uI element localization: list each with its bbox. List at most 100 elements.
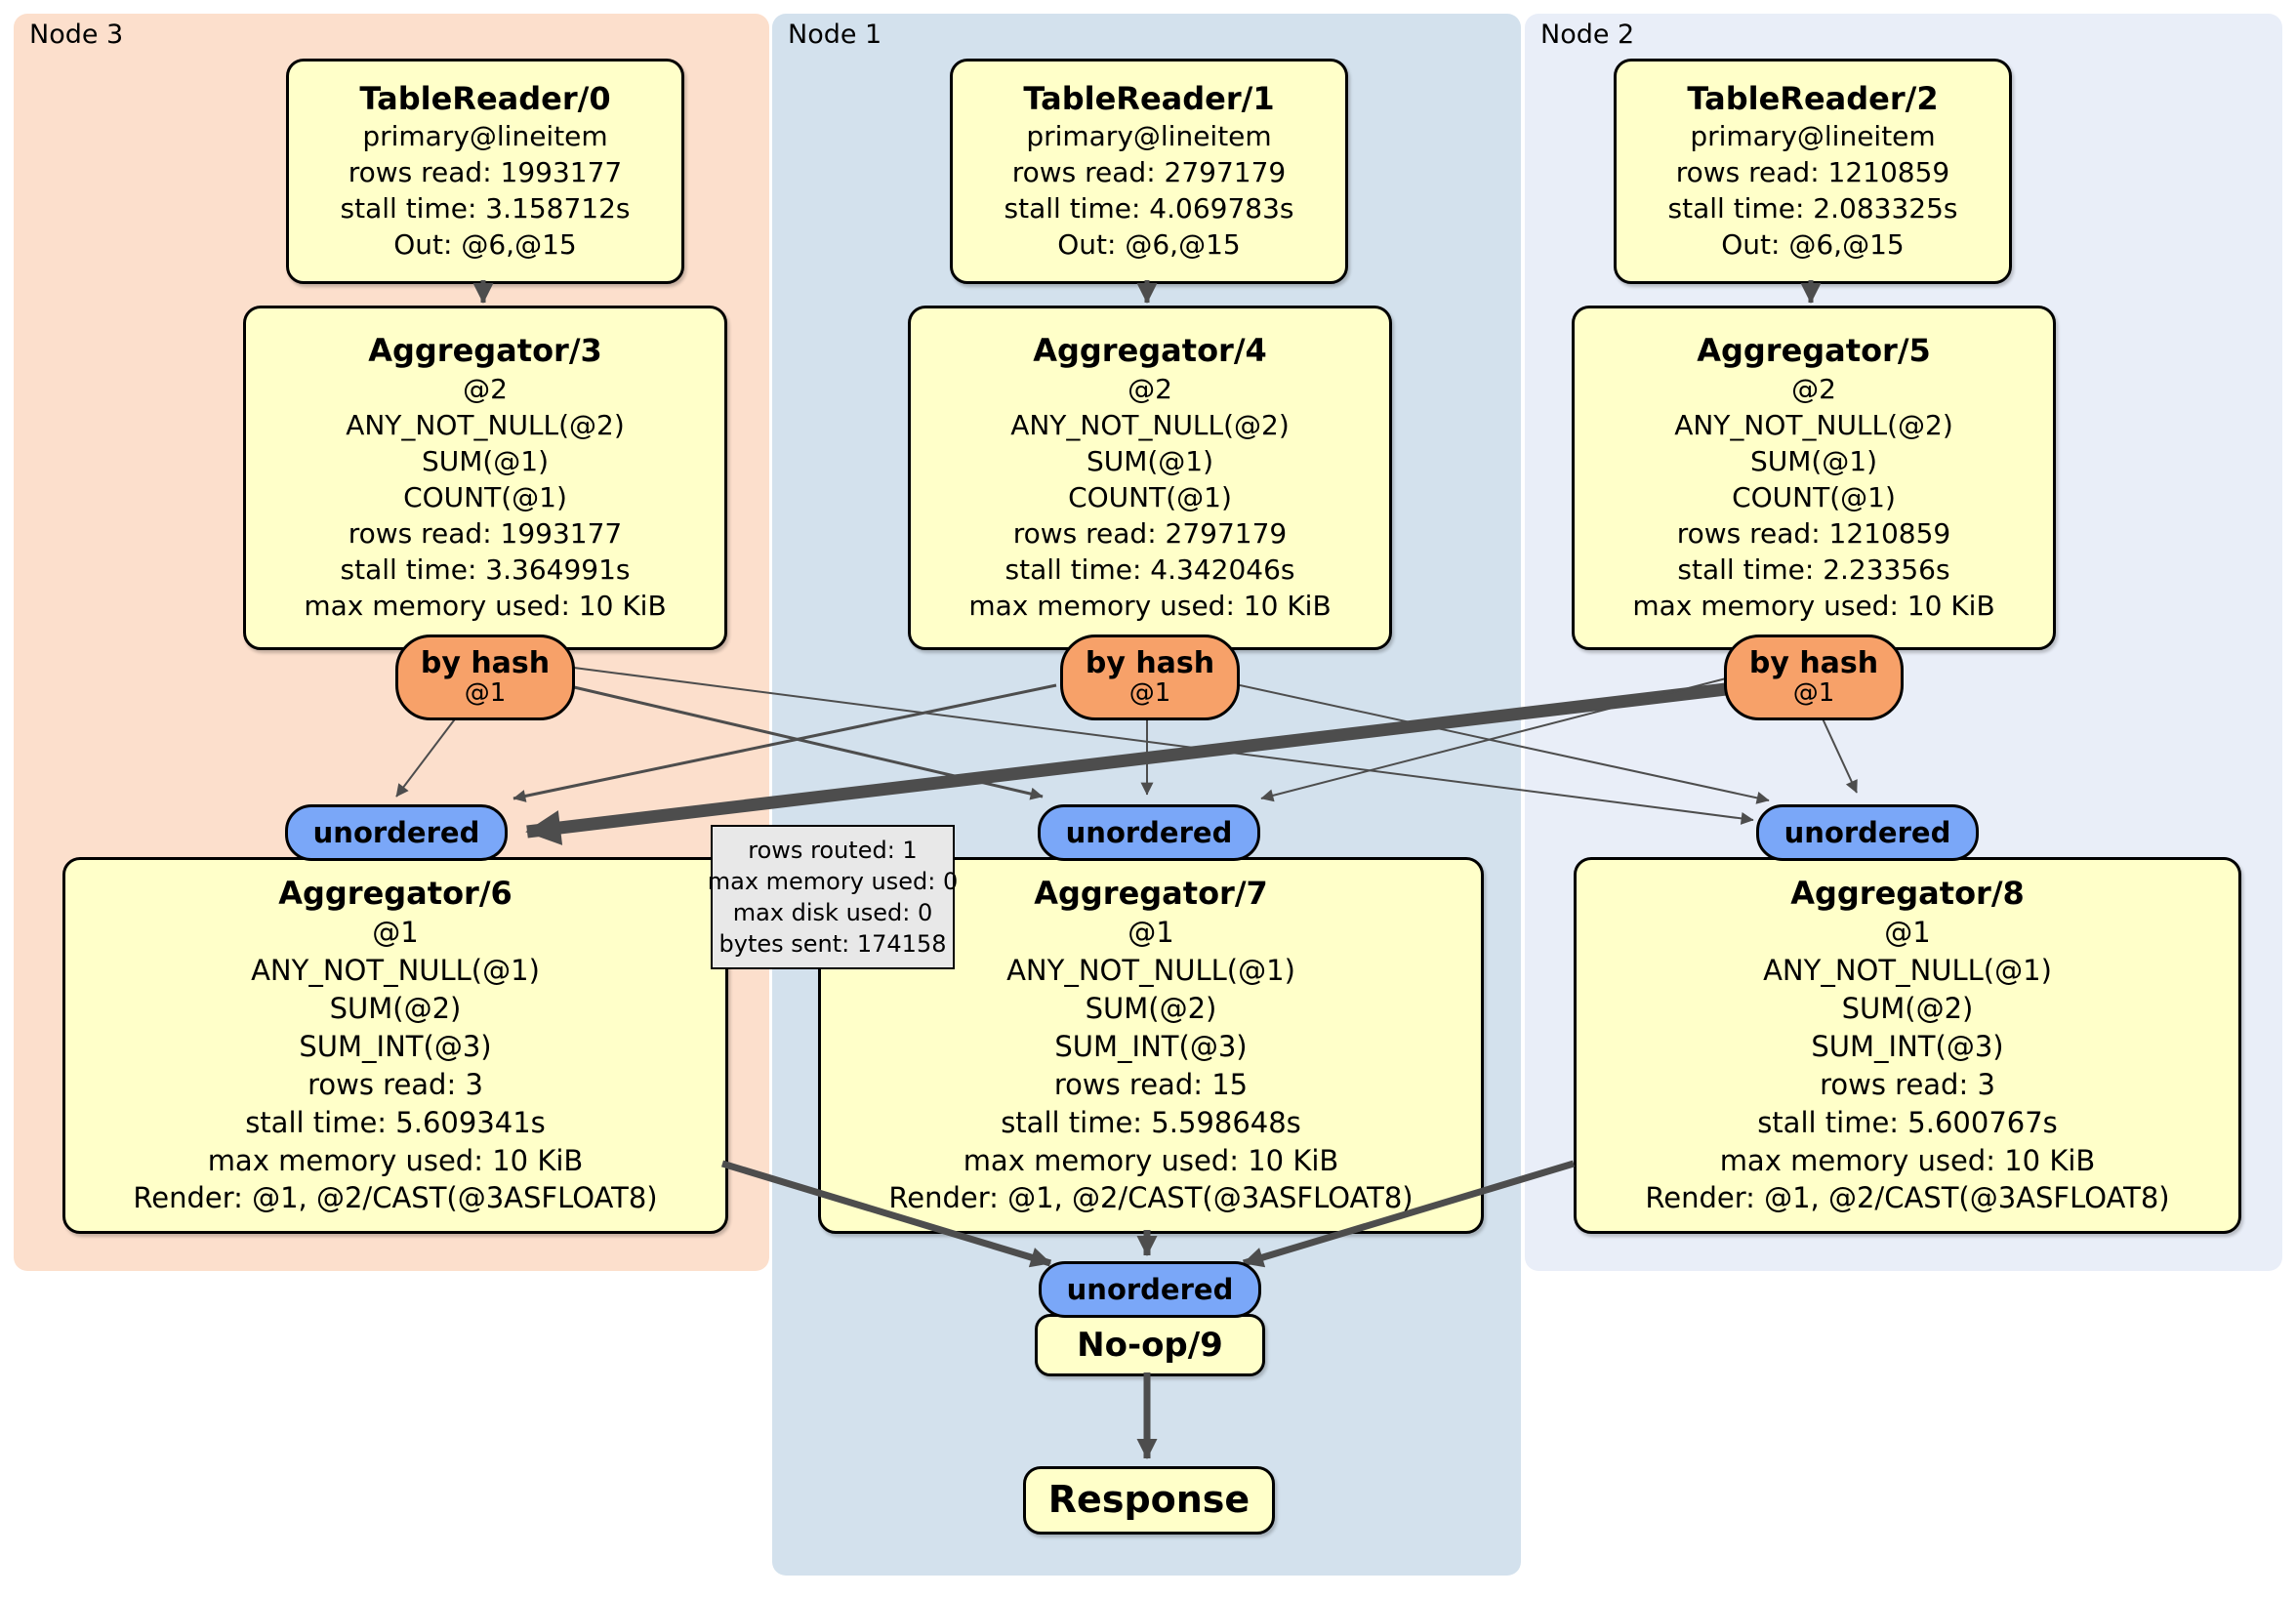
panel-node3-label: Node 3 [29, 20, 124, 50]
router-sublabel: @1 [1128, 678, 1171, 709]
node-line: SUM(@1) [1086, 444, 1214, 477]
node-aggregator-3[interactable]: Aggregator/3 @2 ANY_NOT_NULL(@2) SUM(@1)… [243, 306, 727, 650]
node-line: @1 [1884, 916, 1931, 950]
stream-label: unordered [1065, 816, 1233, 849]
node-title: Response [1047, 1478, 1250, 1522]
node-line: ANY_NOT_NULL(@2) [1010, 408, 1290, 441]
node-line: @2 [1791, 372, 1836, 405]
node-line: COUNT(@1) [403, 480, 567, 513]
node-line: ANY_NOT_NULL(@1) [1006, 954, 1295, 988]
node-line: max memory used: 10 KiB [963, 1143, 1339, 1177]
node-line: rows read: 2797179 [1011, 156, 1287, 189]
node-line: ANY_NOT_NULL(@1) [1763, 954, 2052, 988]
node-title: Aggregator/5 [1697, 332, 1931, 370]
panel-node1-label: Node 1 [788, 20, 882, 50]
node-title: TableReader/2 [1687, 79, 1939, 117]
node-noop-9[interactable]: No-op/9 [1035, 1314, 1265, 1376]
node-line: stall time: 4.069783s [1004, 192, 1294, 225]
node-line: ANY_NOT_NULL(@2) [346, 408, 625, 441]
node-line: Render: @1, @2/CAST(@3ASFLOAT8) [1645, 1181, 2170, 1215]
edge-tooltip-line: max disk used: 0 [732, 899, 933, 926]
node-tablereader-1[interactable]: TableReader/1 primary@lineitem rows read… [950, 59, 1348, 284]
node-line: SUM(@1) [1749, 444, 1878, 477]
node-line: @1 [372, 916, 419, 950]
node-response[interactable]: Response [1023, 1466, 1275, 1535]
node-line: rows read: 15 [1053, 1067, 1249, 1101]
node-line: @2 [463, 372, 508, 405]
panel-node2-label: Node 2 [1540, 20, 1635, 50]
router-label: by hash [420, 646, 551, 681]
node-line: rows read: 1210859 [1675, 156, 1950, 189]
node-line: Out: @6,@15 [1721, 228, 1905, 262]
stream-label: unordered [1784, 816, 1951, 849]
node-line: rows read: 3 [1820, 1067, 1995, 1101]
node-line: stall time: 3.364991s [340, 553, 631, 586]
node-line: ANY_NOT_NULL(@1) [251, 954, 540, 988]
node-line: SUM_INT(@3) [1811, 1029, 2004, 1063]
node-title: TableReader/1 [1023, 79, 1275, 117]
node-line: max memory used: 10 KiB [304, 589, 667, 622]
node-line: rows read: 3 [308, 1067, 483, 1101]
node-line: primary@lineitem [1690, 120, 1936, 153]
node-line: rows read: 2797179 [1012, 516, 1288, 550]
router-label: by hash [1085, 646, 1215, 681]
stream-unordered-noop[interactable]: unordered [1039, 1261, 1261, 1318]
node-aggregator-8[interactable]: Aggregator/8 @1 ANY_NOT_NULL(@1) SUM(@2)… [1574, 857, 2241, 1234]
node-aggregator-5[interactable]: Aggregator/5 @2 ANY_NOT_NULL(@2) SUM(@1)… [1572, 306, 2056, 650]
node-title: TableReader/0 [359, 79, 611, 117]
node-line: rows read: 1993177 [348, 516, 623, 550]
node-line: @2 [1128, 372, 1172, 405]
stream-label: unordered [1066, 1273, 1234, 1306]
node-line: stall time: 3.158712s [340, 192, 631, 225]
stream-unordered-agg7[interactable]: unordered [1038, 804, 1260, 861]
node-line: COUNT(@1) [1732, 480, 1896, 513]
node-line: Render: @1, @2/CAST(@3ASFLOAT8) [133, 1181, 658, 1215]
node-line: SUM_INT(@3) [1054, 1029, 1248, 1063]
stream-unordered-agg8[interactable]: unordered [1756, 804, 1979, 861]
node-line: stall time: 5.598648s [1001, 1105, 1301, 1139]
node-tablereader-2[interactable]: TableReader/2 primary@lineitem rows read… [1614, 59, 2012, 284]
node-line: ANY_NOT_NULL(@2) [1674, 408, 1953, 441]
stream-unordered-agg6[interactable]: unordered [285, 804, 508, 861]
node-line: SUM(@2) [329, 992, 462, 1026]
node-line: primary@lineitem [362, 120, 608, 153]
node-tablereader-0[interactable]: TableReader/0 primary@lineitem rows read… [286, 59, 684, 284]
node-line: max memory used: 10 KiB [968, 589, 1332, 622]
router-sublabel: @1 [1792, 678, 1835, 709]
node-line: SUM(@2) [1085, 992, 1217, 1026]
node-title: Aggregator/6 [278, 874, 512, 912]
node-title: Aggregator/7 [1034, 874, 1268, 912]
router-label: by hash [1748, 646, 1879, 681]
node-title: Aggregator/3 [368, 332, 602, 370]
node-line: stall time: 5.609341s [245, 1105, 546, 1139]
node-line: Out: @6,@15 [1057, 228, 1241, 262]
node-line: stall time: 4.342046s [1004, 553, 1295, 586]
node-line: rows read: 1210859 [1676, 516, 1951, 550]
router-by-hash-node3[interactable]: by hash @1 [395, 635, 575, 720]
node-title: Aggregator/4 [1033, 332, 1267, 370]
router-by-hash-node2[interactable]: by hash @1 [1724, 635, 1904, 720]
edge-tooltip: rows routed: 1 max memory used: 0 max di… [708, 825, 958, 969]
node-line: stall time: 5.600767s [1757, 1105, 2058, 1139]
router-by-hash-node1[interactable]: by hash @1 [1060, 635, 1240, 720]
node-line: Out: @6,@15 [393, 228, 577, 262]
node-aggregator-4[interactable]: Aggregator/4 @2 ANY_NOT_NULL(@2) SUM(@1)… [908, 306, 1392, 650]
node-line: SUM(@2) [1841, 992, 1974, 1026]
node-line: max memory used: 10 KiB [207, 1143, 584, 1177]
node-aggregator-6[interactable]: Aggregator/6 @1 ANY_NOT_NULL(@1) SUM(@2)… [62, 857, 728, 1234]
node-line: primary@lineitem [1026, 120, 1272, 153]
edge-tooltip-line: max memory used: 0 [707, 868, 959, 895]
node-line: stall time: 2.083325s [1667, 192, 1958, 225]
node-line: SUM_INT(@3) [299, 1029, 492, 1063]
node-title: No-op/9 [1077, 1325, 1223, 1365]
node-line: COUNT(@1) [1068, 480, 1232, 513]
node-line: Render: @1, @2/CAST(@3ASFLOAT8) [888, 1181, 1414, 1215]
node-line: SUM(@1) [421, 444, 550, 477]
node-line: max memory used: 10 KiB [1719, 1143, 2096, 1177]
node-line: rows read: 1993177 [348, 156, 623, 189]
node-line: max memory used: 10 KiB [1632, 589, 1995, 622]
node-line: stall time: 2.23356s [1677, 553, 1950, 586]
edge-tooltip-line: rows routed: 1 [748, 837, 918, 864]
router-sublabel: @1 [464, 678, 507, 709]
